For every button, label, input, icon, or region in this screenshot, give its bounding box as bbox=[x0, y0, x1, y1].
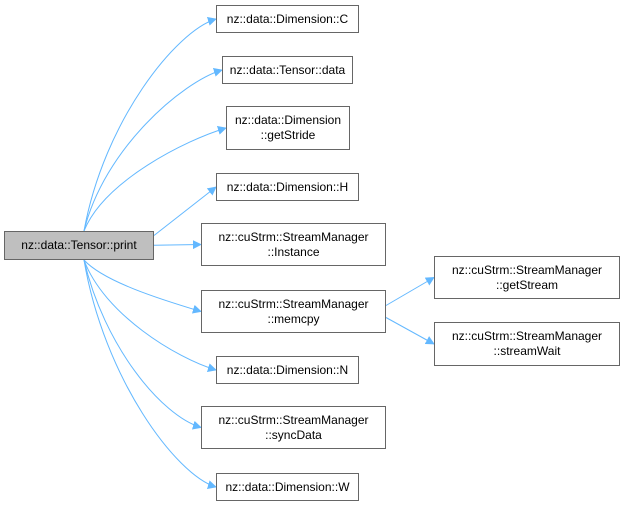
node-label: nz::data::Dimension::H bbox=[226, 179, 349, 194]
node-label: nz::data::Tensor::data bbox=[229, 62, 346, 77]
edge-root-to-dimN bbox=[83, 259, 217, 372]
node-label-line2: ::getStream bbox=[495, 277, 559, 292]
node-label: nz::data::Dimension::N bbox=[226, 362, 349, 377]
edge-root-to-dimH bbox=[153, 186, 217, 236]
edge-root-to-dimW bbox=[83, 259, 217, 489]
node-label-line1: nz::cuStrm::StreamManager bbox=[451, 262, 603, 277]
edge-smMemcpy-to-smGetStream bbox=[385, 277, 435, 306]
node-tensor-print: nz::data::Tensor::print bbox=[4, 231, 154, 260]
node-tensor-data[interactable]: nz::data::Tensor::data bbox=[222, 56, 353, 84]
node-label-line2: ::syncData bbox=[265, 427, 322, 442]
node-label-line2: ::memcpy bbox=[267, 311, 320, 326]
edge-root-to-smMemcpy bbox=[83, 259, 202, 314]
node-dimension-h[interactable]: nz::data::Dimension::H bbox=[216, 173, 359, 201]
edge-root-to-dimC bbox=[83, 17, 217, 232]
node-dimension-getstride[interactable]: nz::data::Dimension ::getStride bbox=[226, 106, 350, 150]
node-label-line2: ::streamWait bbox=[493, 344, 561, 358]
edge-root-to-smInstance bbox=[153, 240, 202, 250]
node-streammanager-syncdata[interactable]: nz::cuStrm::StreamManager ::syncData bbox=[201, 406, 386, 449]
edge-smMemcpy-to-smWait bbox=[385, 317, 435, 345]
node-label-line1: nz::data::Dimension bbox=[234, 113, 342, 127]
edge-root-to-dimStride bbox=[83, 126, 227, 232]
node-label-line1: nz::cuStrm::StreamManager bbox=[218, 229, 369, 244]
node-label-line2: ::getStride bbox=[260, 128, 316, 142]
node-label-line1: nz::cuStrm::StreamManager bbox=[451, 329, 603, 343]
node-label-line2: ::Instance bbox=[267, 244, 320, 259]
node-label-line1: nz::cuStrm::StreamManager bbox=[218, 296, 369, 311]
node-label: nz::data::Tensor::print bbox=[21, 238, 137, 252]
node-label: nz::data::Dimension::C bbox=[226, 11, 349, 26]
node-label-line1: nz::cuStrm::StreamManager bbox=[218, 412, 369, 427]
node-dimension-w[interactable]: nz::data::Dimension::W bbox=[216, 473, 359, 501]
node-label: nz::data::Dimension::W bbox=[225, 479, 350, 494]
node-streammanager-streamwait[interactable]: nz::cuStrm::StreamManager ::streamWait bbox=[434, 322, 620, 366]
edge-root-to-tensorData bbox=[83, 68, 223, 232]
node-dimension-c[interactable]: nz::data::Dimension::C bbox=[216, 5, 359, 33]
node-dimension-n[interactable]: nz::data::Dimension::N bbox=[216, 356, 359, 384]
node-streammanager-memcpy[interactable]: nz::cuStrm::StreamManager ::memcpy bbox=[201, 290, 386, 333]
node-streammanager-instance[interactable]: nz::cuStrm::StreamManager ::Instance bbox=[201, 223, 386, 266]
edge-root-to-smSync bbox=[83, 259, 202, 430]
node-streammanager-getstream[interactable]: nz::cuStrm::StreamManager ::getStream bbox=[434, 256, 620, 299]
